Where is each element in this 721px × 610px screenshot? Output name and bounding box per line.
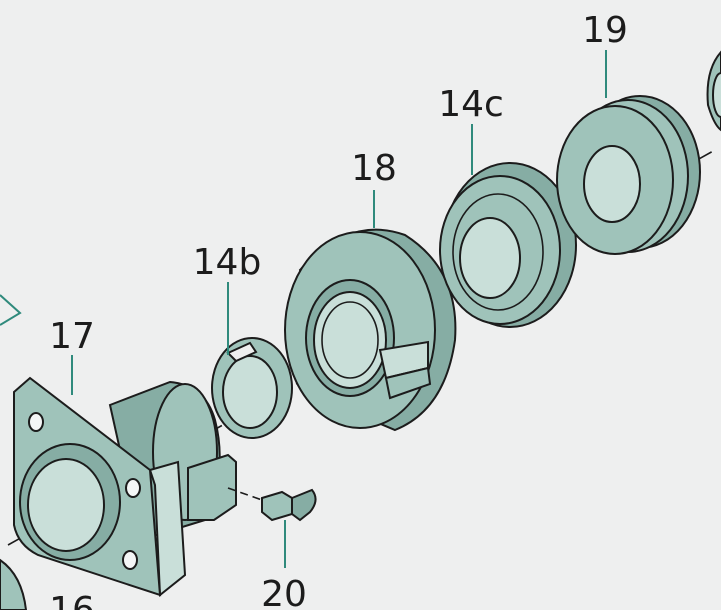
label-part-16: 16 — [49, 590, 95, 610]
label-part-14b: 14b — [193, 242, 262, 283]
partial-part-right — [706, 50, 721, 132]
partial-arrow-left — [0, 294, 22, 326]
label-part-18: 18 — [351, 148, 397, 189]
part-16 — [0, 558, 28, 610]
label-part-19: 19 — [582, 10, 628, 51]
part-14b — [211, 337, 293, 439]
label-part-14c: 14c — [438, 84, 504, 125]
part-19 — [556, 95, 701, 255]
label-part-20: 20 — [261, 574, 307, 610]
part-20 — [227, 487, 317, 522]
part-17 — [13, 376, 237, 598]
part-14c — [439, 162, 577, 328]
part-18 — [284, 228, 457, 432]
label-part-17: 17 — [49, 316, 95, 357]
